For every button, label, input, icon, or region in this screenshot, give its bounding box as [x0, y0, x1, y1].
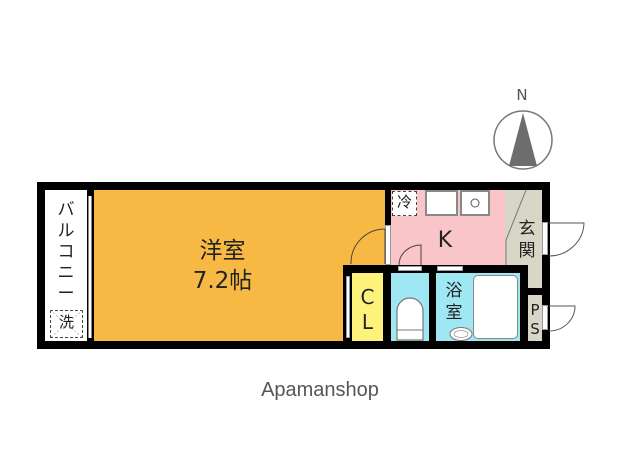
ps-door[interactable] — [542, 305, 548, 330]
western-room-size: 7.2帖 — [192, 268, 253, 294]
toilet-door-swing-icon — [398, 244, 422, 266]
kitchen-label: K — [437, 228, 453, 253]
entrance-label: 玄 関 — [518, 219, 536, 261]
counter — [425, 190, 458, 216]
bathroom-label: 浴 室 — [445, 281, 463, 323]
washbasin-icon — [449, 327, 473, 341]
door-swing-icon — [350, 228, 386, 265]
sink — [460, 190, 490, 216]
ps-door-swing-icon — [548, 305, 576, 332]
closet-door[interactable] — [346, 276, 350, 338]
wall-toilet-bath — [429, 265, 436, 349]
wall-entrance-ps — [520, 288, 550, 295]
fridge-label: 冷 — [396, 193, 412, 211]
wall-closet-toilet — [383, 265, 391, 349]
closet — [352, 273, 383, 341]
closet-label: C L — [360, 285, 375, 334]
brand-watermark: Apamanshop — [261, 379, 379, 401]
washer-label: 洗 — [58, 313, 74, 331]
bathroom-door-gap[interactable] — [437, 266, 463, 271]
entrance-door[interactable] — [542, 222, 548, 255]
wall-bath-ps — [520, 265, 528, 349]
fridge-space — [392, 191, 417, 216]
balcony-label: バ ル コ ニ ー — [57, 200, 75, 304]
stove-burner-icon — [470, 198, 480, 208]
compass-north-label: N — [516, 86, 528, 104]
toilet-icon — [396, 297, 424, 341]
entrance-door-swing-icon — [548, 222, 585, 257]
western-room — [94, 190, 385, 341]
toilet-door-gap[interactable] — [398, 266, 422, 271]
pipe-space — [528, 295, 542, 341]
wall-room-kitchen — [385, 190, 391, 225]
bathtub — [473, 275, 518, 339]
washer-cross-icon — [50, 310, 83, 338]
sliding-window[interactable] — [88, 196, 92, 338]
ps-label: P S — [530, 301, 540, 338]
compass-icon — [493, 110, 553, 170]
western-room-name: 洋室 — [199, 238, 246, 264]
entrance-kitchen-boundary — [505, 190, 530, 266]
